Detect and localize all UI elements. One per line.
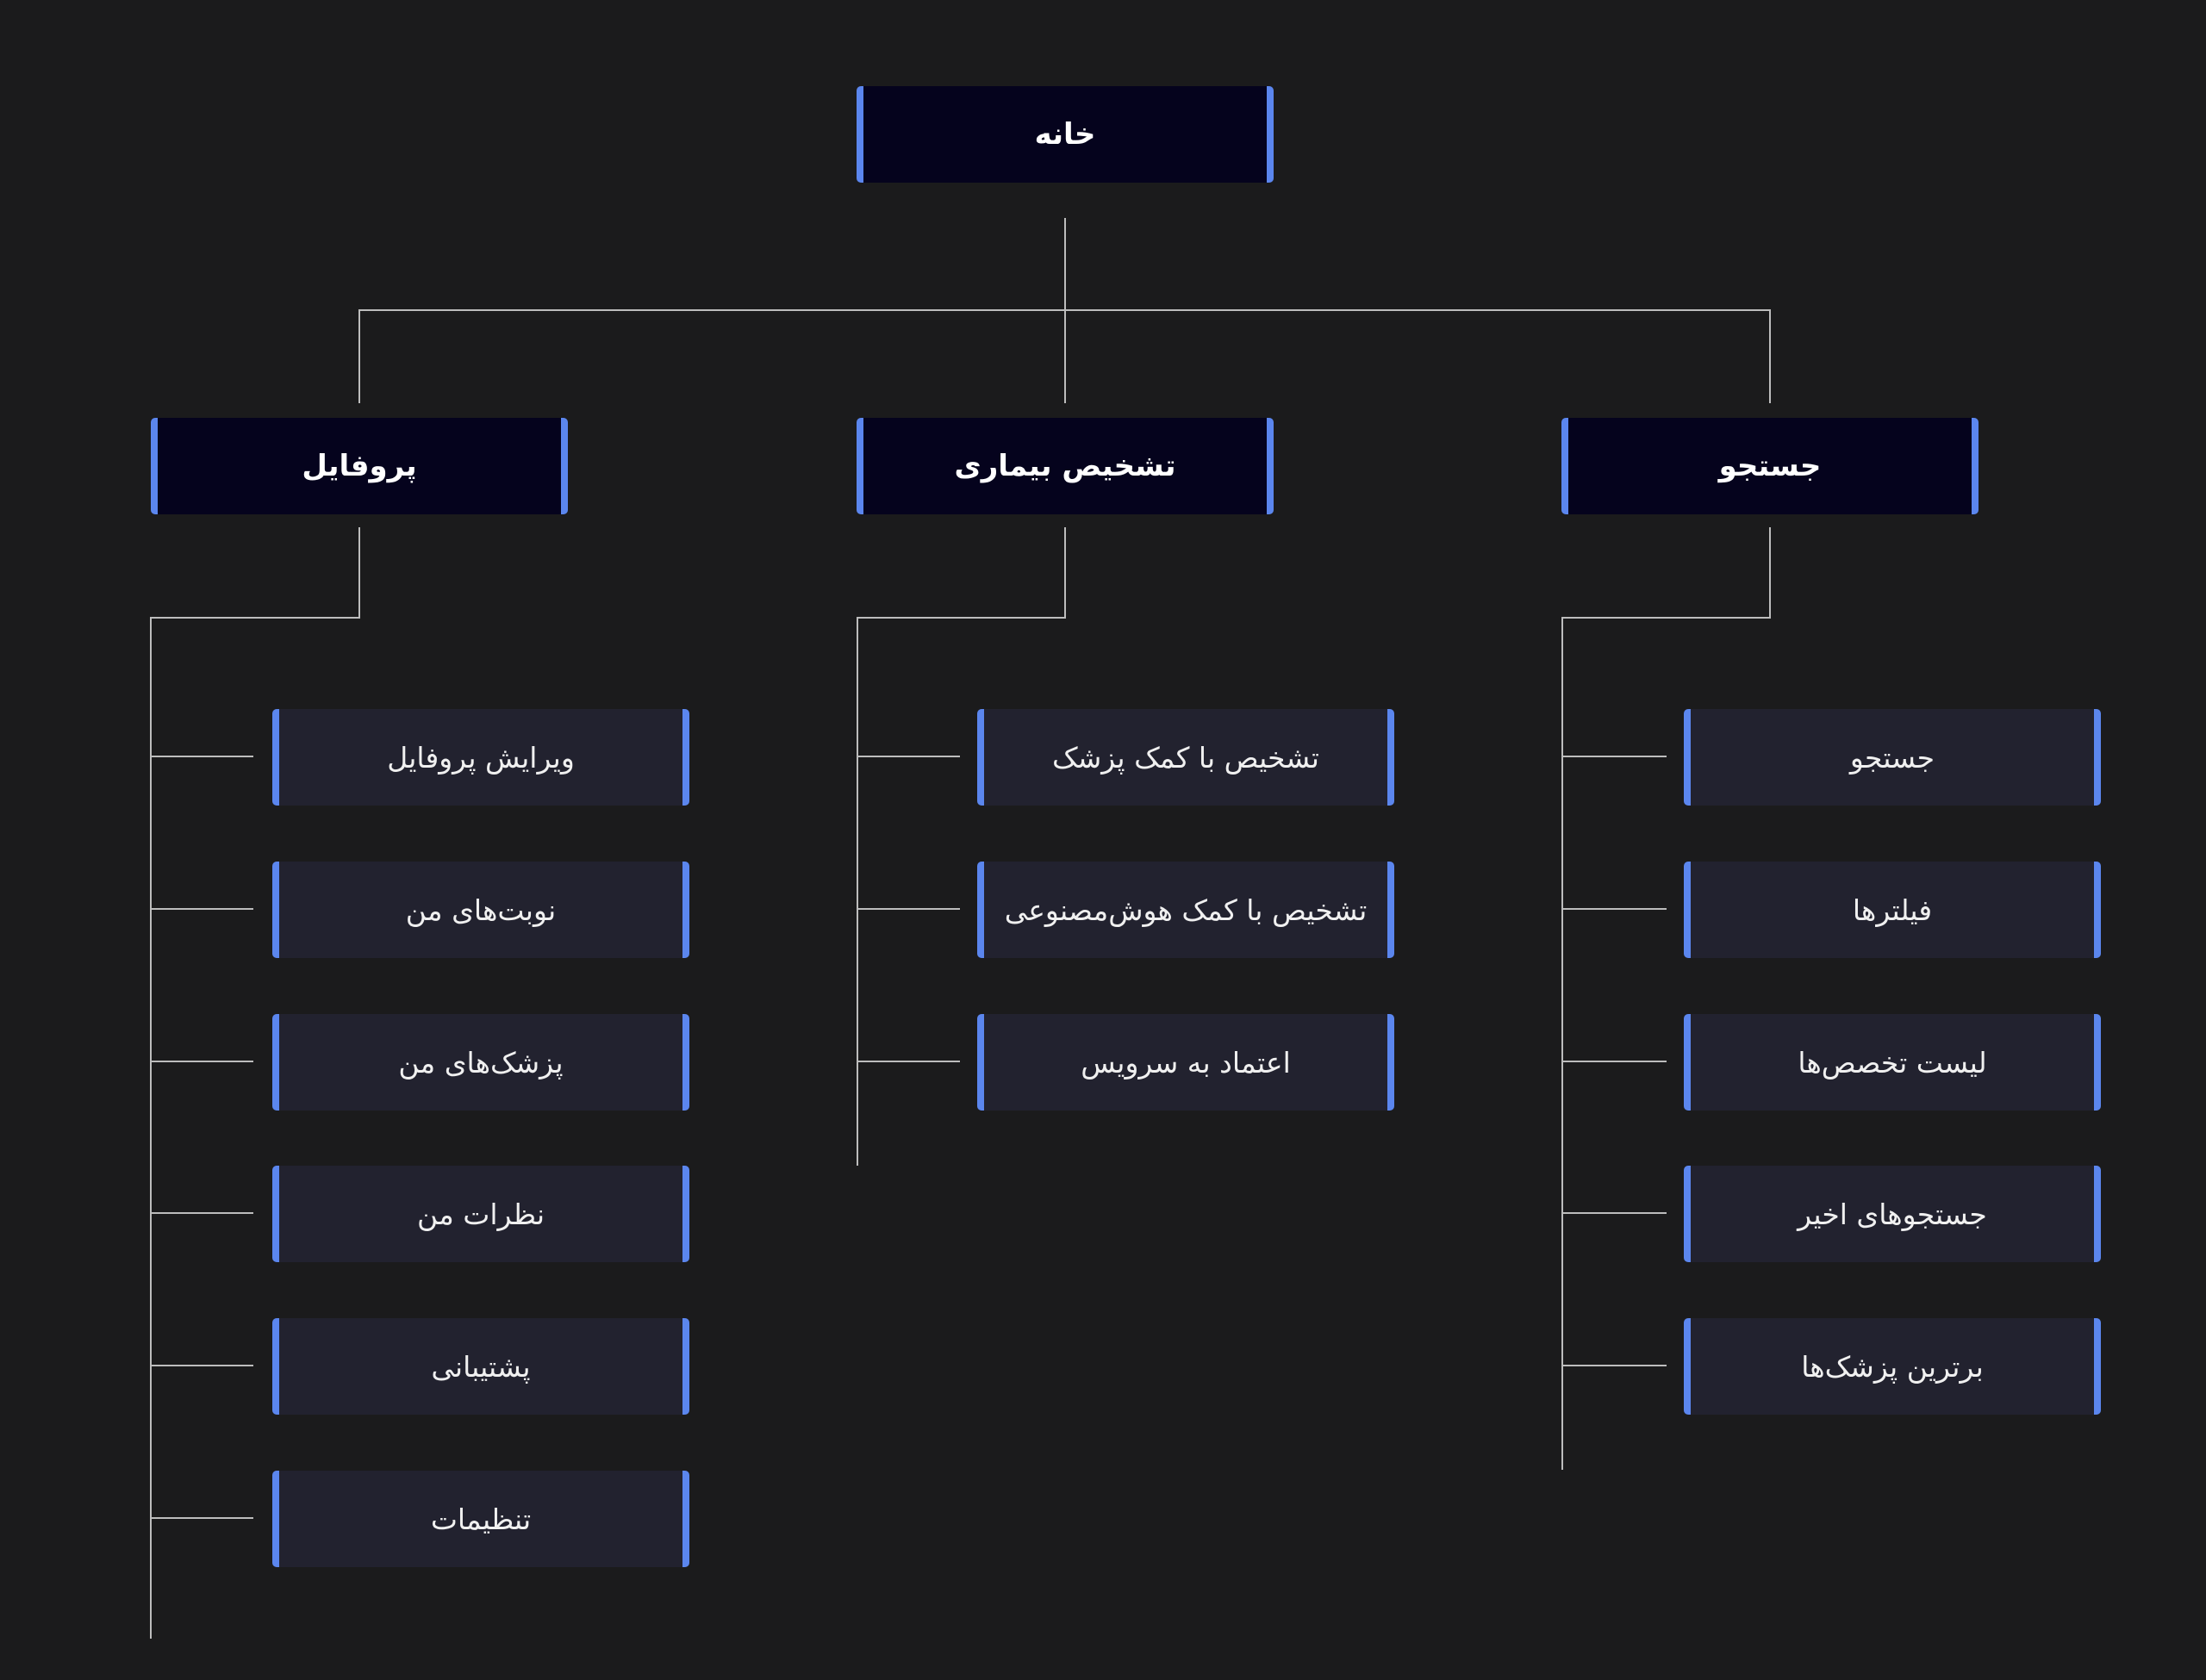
connector-diagnosis-drop (1064, 527, 1066, 619)
node-service-trust-label: اعتماد به سرویس (1081, 1045, 1291, 1080)
connector-profile-branch (150, 1212, 253, 1214)
node-doctor-diagnosis-label: تشخیص با کمک پزشک (1052, 740, 1319, 775)
connector-to-profile (358, 309, 360, 403)
connector-search-spine (1561, 617, 1563, 1470)
connector-profile-branch (150, 756, 253, 757)
node-home-label: خانه (1034, 117, 1096, 152)
connector-search-branch (1561, 756, 1667, 757)
node-specialties-list-label: لیست تخصص‌ها (1798, 1045, 1987, 1080)
node-my-reviews-label: نظرات من (417, 1197, 545, 1231)
connector-profile-spine (150, 617, 152, 1639)
connector-diagnosis-elbow (857, 617, 1066, 619)
node-settings-label: تنظیمات (430, 1502, 532, 1536)
node-profile-label: پروفایل (302, 449, 417, 483)
connector-search-branch (1561, 1365, 1667, 1366)
node-search-item[interactable]: جستجو (1684, 709, 2101, 806)
node-recent-searches[interactable]: جستجوهای اخیر (1684, 1166, 2101, 1262)
connector-profile-branch (150, 908, 253, 910)
connector-top-bus (358, 309, 1771, 311)
connector-profile-branch (150, 1061, 253, 1062)
node-my-appointments-label: نوبت‌های من (405, 893, 557, 927)
node-filters[interactable]: فیلترها (1684, 862, 2101, 958)
node-search[interactable]: جستجو (1561, 418, 1979, 514)
node-search-item-label: جستجو (1849, 740, 1935, 775)
node-ai-diagnosis[interactable]: تشخیص با کمک هوش‌مصنوعی (977, 862, 1394, 958)
connector-profile-branch (150, 1517, 253, 1519)
connector-profile-drop (358, 527, 360, 619)
node-edit-profile[interactable]: ویرایش پروفایل (272, 709, 689, 806)
node-top-doctors[interactable]: برترین پزشک‌ها (1684, 1318, 2101, 1415)
node-edit-profile-label: ویرایش پروفایل (387, 740, 575, 775)
connector-search-branch (1561, 1061, 1667, 1062)
connector-diagnosis-spine (857, 617, 858, 1166)
connector-profile-branch (150, 1365, 253, 1366)
connector-to-search (1769, 309, 1771, 403)
node-search-label: جستجو (1718, 449, 1822, 483)
node-support-label: پشتیبانی (431, 1349, 531, 1384)
connector-search-branch (1561, 1212, 1667, 1214)
node-ai-diagnosis-label: تشخیص با کمک هوش‌مصنوعی (1004, 893, 1368, 927)
node-home[interactable]: خانه (857, 86, 1274, 183)
connector-diagnosis-branch (857, 908, 960, 910)
node-settings[interactable]: تنظیمات (272, 1471, 689, 1567)
connector-diagnosis-branch (857, 1061, 960, 1062)
node-filters-label: فیلترها (1852, 893, 1933, 927)
connector-diagnosis-branch (857, 756, 960, 757)
node-my-doctors-label: پزشک‌های من (398, 1045, 564, 1080)
node-my-appointments[interactable]: نوبت‌های من (272, 862, 689, 958)
node-support[interactable]: پشتیبانی (272, 1318, 689, 1415)
connector-search-branch (1561, 908, 1667, 910)
node-recent-searches-label: جستجوهای اخیر (1798, 1197, 1987, 1231)
node-doctor-diagnosis[interactable]: تشخیص با کمک پزشک (977, 709, 1394, 806)
node-top-doctors-label: برترین پزشک‌ها (1801, 1349, 1984, 1384)
connector-search-elbow (1561, 617, 1771, 619)
node-profile[interactable]: پروفایل (151, 418, 568, 514)
connector-search-drop (1769, 527, 1771, 619)
node-diagnosis[interactable]: تشخیص بیماری (857, 418, 1274, 514)
node-diagnosis-label: تشخیص بیماری (954, 449, 1176, 483)
node-my-doctors[interactable]: پزشک‌های من (272, 1014, 689, 1111)
node-specialties-list[interactable]: لیست تخصص‌ها (1684, 1014, 2101, 1111)
node-service-trust[interactable]: اعتماد به سرویس (977, 1014, 1394, 1111)
node-my-reviews[interactable]: نظرات من (272, 1166, 689, 1262)
connector-profile-elbow (150, 617, 360, 619)
